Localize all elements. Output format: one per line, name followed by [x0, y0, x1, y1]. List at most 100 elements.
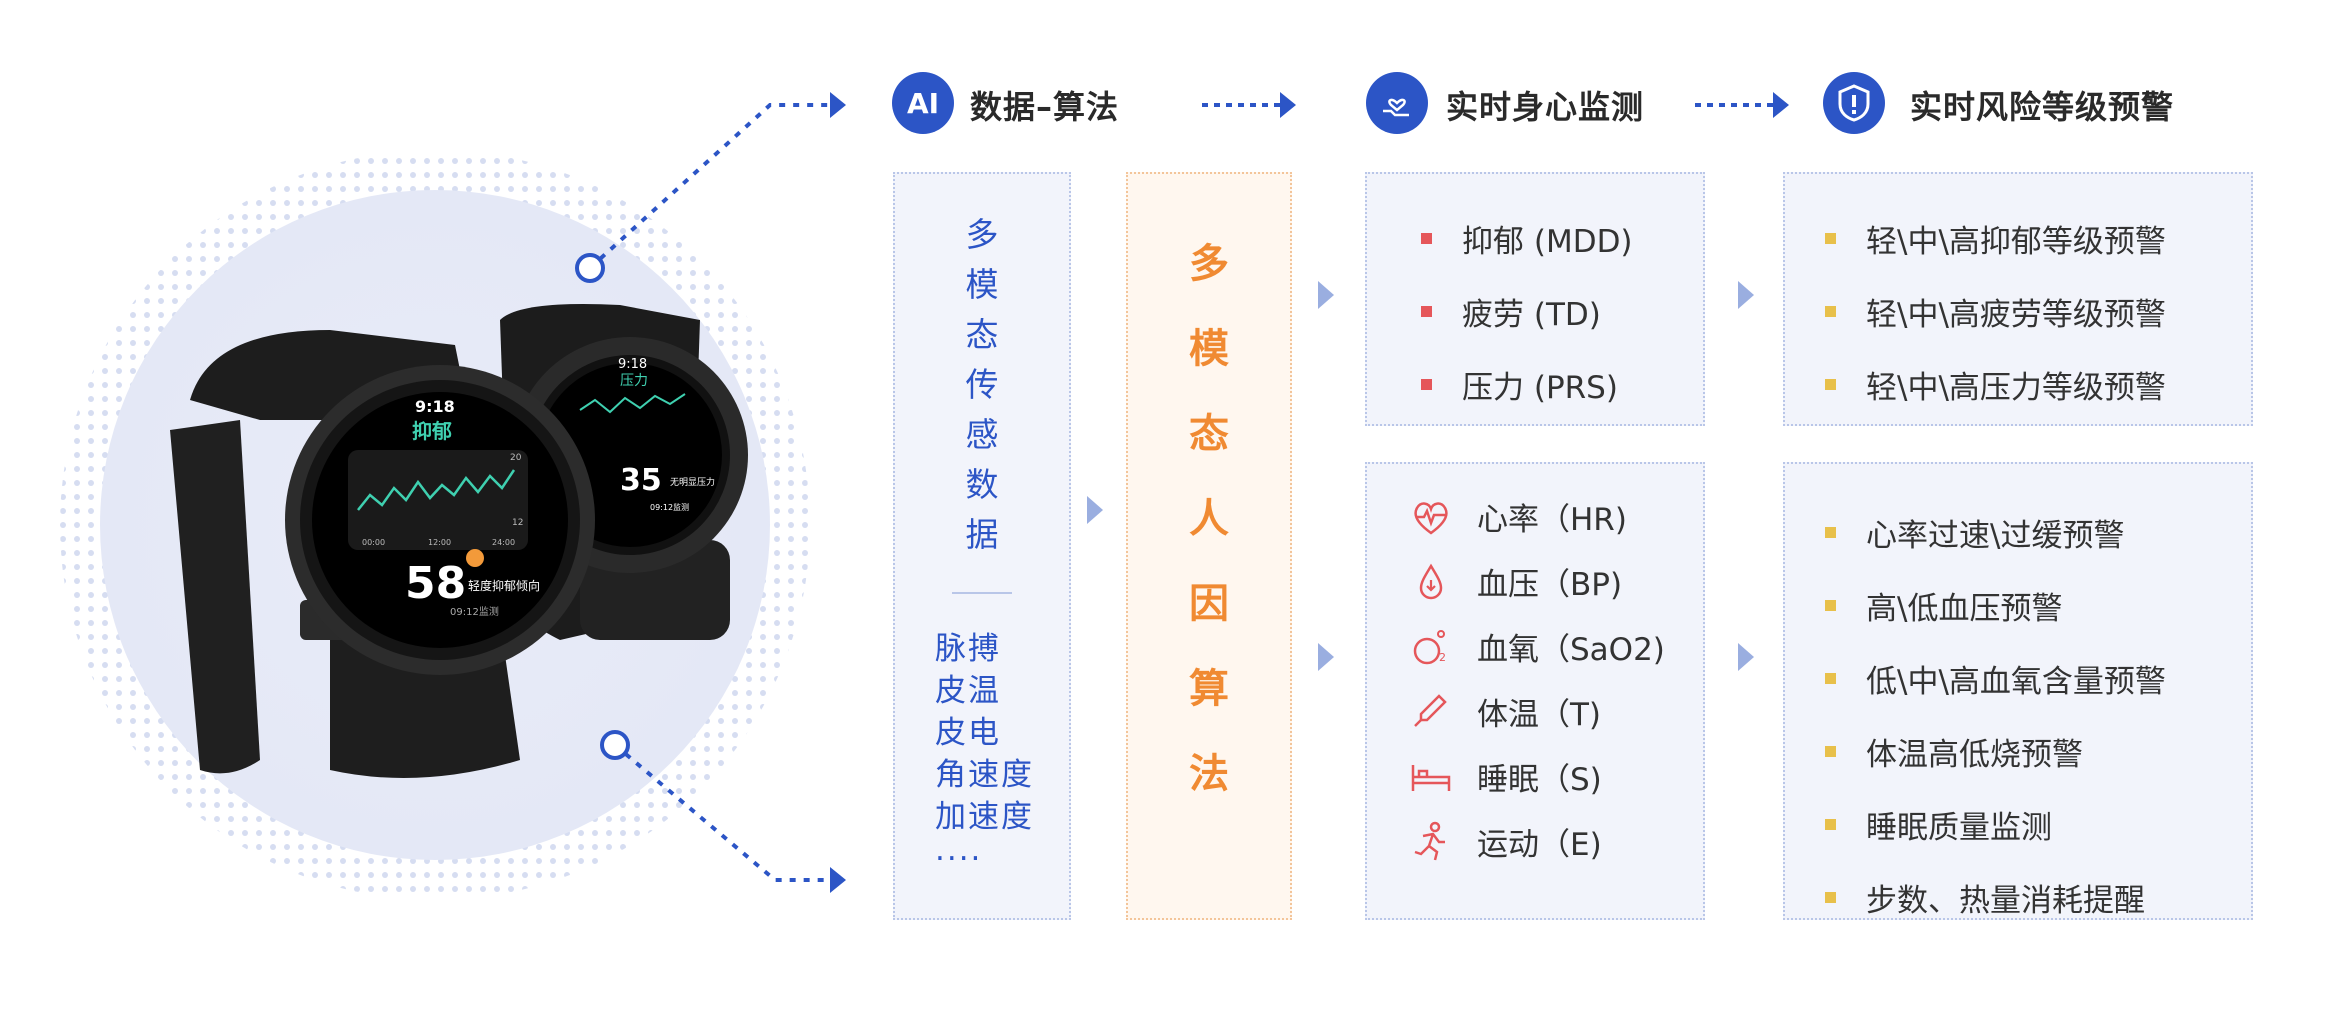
algorithm-char: 因	[1189, 581, 1229, 627]
physical-alert-item: 高\低血压预警	[1825, 583, 2251, 628]
physical-item-label: 睡眠（S)	[1477, 762, 1602, 798]
large-watch-status: 轻度抑郁倾向	[468, 578, 540, 593]
running-icon	[1414, 821, 1445, 860]
large-watch-axis-max: 20	[510, 453, 522, 463]
algorithm-char: 态	[1189, 411, 1229, 457]
divider	[952, 592, 1012, 594]
bullet	[1825, 233, 1836, 244]
mental-alert-item: 轻\中\高抑郁等级预警	[1825, 216, 2251, 261]
bullet	[1825, 306, 1836, 317]
bullet	[1421, 379, 1432, 390]
large-watch-title: 抑郁	[412, 419, 452, 443]
shield-alert-icon	[1823, 72, 1885, 134]
physical-item: 睡眠（S)	[1409, 754, 1703, 799]
mental-alert-label: 轻\中\高压力等级预警	[1866, 370, 2166, 406]
small-watch-footer: 09:12监测	[650, 502, 689, 512]
physical-alert-item: 睡眠质量监测	[1825, 802, 2251, 847]
bullet	[1825, 673, 1836, 684]
mood-face-icon	[466, 549, 484, 567]
mental-alert-item: 轻\中\高压力等级预警	[1825, 362, 2251, 407]
heart-hand-icon	[1366, 72, 1428, 134]
algorithm-title: 多 模 态 人 因 算 法	[1128, 222, 1290, 817]
physical-alert-item: 低\中\高血氧含量预警	[1825, 656, 2251, 701]
physical-alert-label: 心率过速\过缓预警	[1866, 518, 2125, 554]
signal-item: 角速度	[935, 757, 1034, 793]
sensor-data-box: 多 模 态 传 感 数 据 脉搏 皮温 皮电 角速度 加速度 ····	[893, 172, 1071, 920]
physical-item-label: 运动（E)	[1477, 827, 1602, 863]
physical-alert-label: 高\低血压预警	[1866, 591, 2063, 627]
flow-arrow-1	[1202, 92, 1296, 118]
mental-alert-label: 轻\中\高抑郁等级预警	[1866, 224, 2166, 260]
small-watch-status: 无明显压力	[670, 476, 715, 488]
mental-item-label: 抑郁 (MDD)	[1462, 224, 1633, 260]
algorithm-char: 法	[1189, 751, 1229, 797]
small-watch-time: 9:18	[618, 357, 647, 372]
ai-badge-icon: AI	[892, 72, 954, 134]
sensor-title-char: 传	[965, 365, 999, 404]
physical-alert-box: 心率过速\过缓预警 高\低血压预警 低\中\高血氧含量预警 体温高低烧预警 睡眠…	[1783, 462, 2253, 920]
signal-item: 皮电	[935, 715, 1001, 751]
physical-alert-label: 睡眠质量监测	[1866, 810, 2052, 846]
large-watch-time: 9:18	[415, 397, 455, 416]
svg-text:2: 2	[1439, 651, 1446, 664]
algorithm-char: 模	[1189, 326, 1229, 372]
physical-item-label: 体温（T)	[1477, 697, 1602, 733]
physical-alert-item: 心率过速\过缓预警	[1825, 510, 2251, 555]
mental-item: 疲劳 (TD)	[1421, 289, 1703, 334]
signal-list: 脉搏 皮温 皮电 角速度 加速度 ····	[895, 628, 1069, 880]
oxygen-icon: 2	[1413, 629, 1446, 664]
signal-item: 脉搏	[935, 631, 1001, 667]
heart-rate-icon	[1414, 501, 1448, 535]
large-watch-value: 58	[405, 558, 466, 609]
flow-triangle	[1738, 643, 1754, 671]
algorithm-char: 算	[1189, 666, 1229, 712]
step-title-risk-warning: 实时风险等级预警	[1910, 88, 2175, 126]
mental-item: 压力 (PRS)	[1421, 362, 1703, 407]
bullet	[1825, 527, 1836, 538]
flow-triangle	[1318, 281, 1334, 309]
flow-arrow-2	[1695, 92, 1789, 118]
physical-item-label: 血氧（SaO2)	[1477, 632, 1665, 668]
blood-drop-icon	[1419, 563, 1443, 599]
small-watch-value: 35	[620, 463, 662, 498]
physical-monitor-box: 心率（HR) 血压（BP) 2 血氧（SaO2) 体温（T) 睡眠（S) 运动（…	[1365, 462, 1705, 920]
large-watch-t0: 00:00	[362, 538, 385, 547]
bullet	[1825, 892, 1836, 903]
physical-alert-label: 步数、热量消耗提醒	[1866, 883, 2145, 919]
physical-item: 体温（T)	[1409, 689, 1703, 734]
mental-alert-box: 轻\中\高抑郁等级预警 轻\中\高疲劳等级预警 轻\中\高压力等级预警	[1783, 172, 2253, 426]
signal-item: 皮温	[935, 673, 1001, 709]
bullet	[1825, 819, 1836, 830]
mental-monitor-box: 抑郁 (MDD) 疲劳 (TD) 压力 (PRS)	[1365, 172, 1705, 426]
large-watch-footer: 09:12监测	[450, 605, 499, 618]
physical-alert-item: 体温高低烧预警	[1825, 729, 2251, 774]
bullet	[1825, 746, 1836, 757]
sensor-title-char: 多	[965, 215, 999, 254]
small-watch-title: 压力	[620, 373, 648, 389]
step-title-realtime-monitoring: 实时身心监测	[1446, 88, 1645, 126]
connector-lines	[575, 92, 846, 893]
physical-item: 心率（HR)	[1409, 494, 1703, 539]
physical-item: 血压（BP)	[1409, 559, 1703, 604]
physical-item-label: 心率（HR)	[1477, 502, 1627, 538]
large-watch-axis-min: 12	[512, 518, 523, 528]
physical-alert-item: 步数、热量消耗提醒	[1825, 875, 2251, 920]
algorithm-box: 多 模 态 人 因 算 法	[1126, 172, 1292, 920]
mental-item-label: 压力 (PRS)	[1462, 370, 1618, 406]
sensor-title-char: 据	[965, 515, 999, 554]
physical-item-label: 血压（BP)	[1477, 567, 1623, 603]
physical-item: 运动（E)	[1409, 819, 1703, 864]
mental-item: 抑郁 (MDD)	[1421, 216, 1703, 261]
large-watch-t1: 12:00	[428, 538, 451, 547]
signal-item: 加速度	[935, 799, 1034, 835]
bed-icon	[1411, 764, 1451, 791]
physical-alert-label: 体温高低烧预警	[1866, 737, 2083, 773]
algorithm-char: 多	[1189, 241, 1229, 287]
flow-triangle	[1087, 496, 1103, 524]
mental-alert-item: 轻\中\高疲劳等级预警	[1825, 289, 2251, 334]
bullet	[1421, 306, 1432, 317]
flow-triangle	[1318, 643, 1334, 671]
large-watch-t2: 24:00	[492, 538, 515, 547]
mental-alert-label: 轻\中\高疲劳等级预警	[1866, 297, 2166, 333]
large-watch: 9:18 抑郁 20 12 00:00 12:00 24:00 58 轻度抑郁倾…	[170, 330, 595, 778]
